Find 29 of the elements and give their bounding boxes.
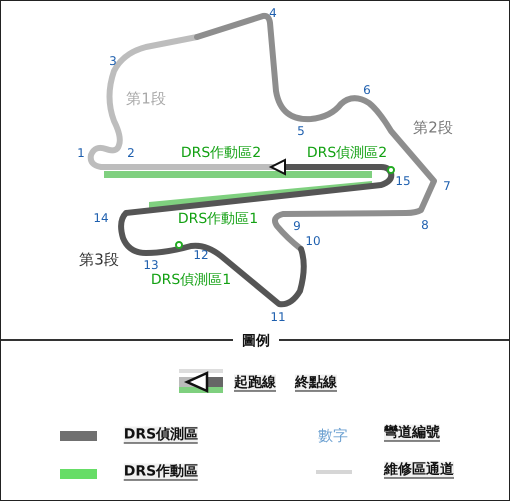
turn-number: 8 xyxy=(421,219,429,231)
turn-number: 7 xyxy=(443,180,451,192)
turn-number: 5 xyxy=(297,125,305,137)
legend-text: 維修區通道 xyxy=(384,462,454,478)
zone-label: DRS偵測區1 xyxy=(150,273,232,287)
sector-label: 第3段 xyxy=(79,252,119,268)
turn-number: 10 xyxy=(305,235,321,247)
turn-number: 1 xyxy=(77,147,85,159)
zone-label: DRS偵測區2 xyxy=(306,146,388,160)
legend-text: DRS偵測區 xyxy=(124,426,198,444)
turn-number: 15 xyxy=(395,175,411,187)
legend-text: 起跑線 xyxy=(234,374,276,392)
turn-number: 12 xyxy=(193,249,209,261)
turn-number: 9 xyxy=(293,220,301,232)
turn-number: 2 xyxy=(127,147,135,159)
turn-number: 13 xyxy=(143,259,159,271)
legend-sample-text: 數字 xyxy=(318,428,348,444)
zone-label: DRS作動區1 xyxy=(178,212,258,226)
legend-text: DRS作動區 xyxy=(124,464,198,480)
sector-label: 第1段 xyxy=(126,92,166,106)
turn-number: 3 xyxy=(109,55,117,67)
legend-text: 彎道編號 xyxy=(384,424,440,442)
legend-text: 終點線 xyxy=(295,374,337,392)
turn-number: 6 xyxy=(363,84,371,96)
sector-label: 第2段 xyxy=(413,120,453,136)
turn-number: 4 xyxy=(269,7,277,19)
turn-number: 14 xyxy=(93,212,109,224)
turn-number: 11 xyxy=(270,311,286,323)
zone-label: DRS作動區2 xyxy=(180,146,262,160)
